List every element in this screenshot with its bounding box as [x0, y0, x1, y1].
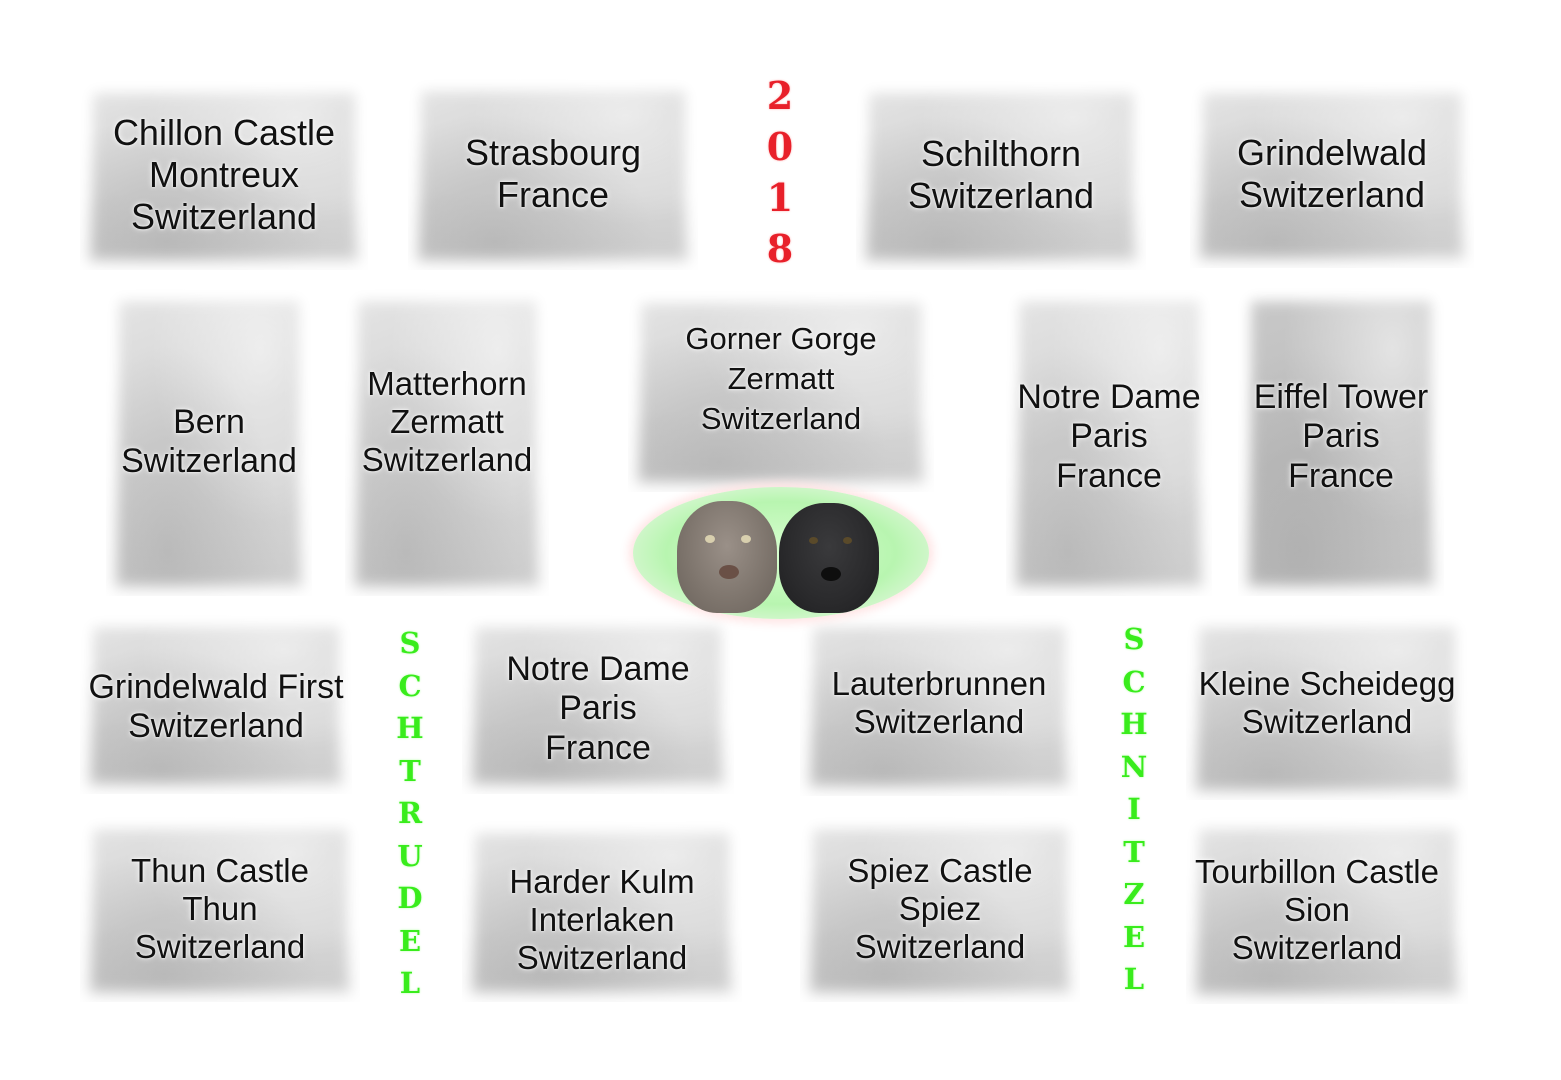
caption-line: Chillon Castle — [112, 112, 336, 154]
caption-line: Switzerland — [128, 707, 304, 745]
caption-line: Switzerland — [853, 703, 1025, 740]
caption-line: Spiez — [898, 889, 982, 927]
photo-strasbourg: Strasbourg France — [408, 78, 698, 270]
caption-line: Harder Kulm — [509, 862, 695, 900]
caption-line: Thun — [182, 889, 258, 927]
photo-chillon-castle: Chillon Castle Montreux Switzerland — [80, 80, 368, 270]
name-char: T — [1123, 834, 1145, 869]
caption-line: Strasbourg — [464, 132, 642, 174]
caption-line: Grindelwald — [1236, 132, 1428, 174]
caption-line: France — [545, 728, 651, 767]
caption-line: Montreux — [148, 154, 300, 196]
year-char: 1 — [766, 175, 794, 220]
caption-line: Interlaken — [529, 900, 675, 938]
photo-matterhorn: Matterhorn Zermatt Switzerland — [345, 288, 549, 596]
photo-eiffel-tower: Eiffel Tower Paris France — [1238, 288, 1444, 596]
caption-line: Switzerland — [130, 195, 318, 237]
name-vertical-right: S C H N I T Z E L — [1116, 618, 1152, 1001]
weimaraner-dog-head — [677, 501, 777, 613]
name-char: N — [1120, 749, 1148, 784]
name-char: U — [397, 838, 423, 873]
caption-line: Notre Dame — [1017, 377, 1201, 416]
caption-line: Lauterbrunnen — [831, 664, 1047, 702]
name-char: E — [1122, 919, 1146, 954]
dog-eye-icon — [705, 535, 715, 543]
caption-line: Sion — [1283, 890, 1351, 928]
name-char: E — [398, 923, 422, 958]
caption-line: Switzerland — [700, 400, 862, 436]
photo-grindelwald-first: Grindelwald First Switzerland — [80, 614, 352, 794]
caption-line: Switzerland — [134, 928, 306, 966]
name-char: I — [1127, 792, 1141, 826]
year-char: 2 — [766, 73, 794, 118]
caption-line: Matterhorn — [367, 364, 527, 402]
name-char: Z — [1123, 877, 1145, 911]
black-dog-head — [779, 503, 879, 613]
dog-eye-icon — [809, 537, 818, 544]
caption-line: Zermatt — [390, 402, 504, 440]
caption-line: Switzerland — [361, 441, 533, 479]
photo-notre-dame-paris-1: Notre Dame Paris France — [1006, 288, 1212, 596]
caption-line: Gorner Gorge — [685, 321, 877, 357]
photo-bern: Bern Switzerland — [106, 288, 312, 596]
name-char: D — [397, 881, 423, 915]
dog-nose-icon — [719, 565, 739, 579]
caption-line: Zermatt — [727, 361, 835, 397]
name-char: H — [396, 711, 424, 745]
caption-line: Grindelwald First — [88, 667, 344, 706]
caption-line: Switzerland — [854, 928, 1026, 966]
name-char: L — [1123, 962, 1145, 996]
name-char: S — [1123, 622, 1145, 656]
photo-tourbillon-castle: Tourbillon Castle Sion Switzerland — [1186, 816, 1468, 1004]
caption-line: Schilthorn — [920, 133, 1082, 175]
caption-line: Eiffel Tower — [1253, 377, 1429, 416]
caption-line: Bern — [173, 402, 245, 441]
caption-line: Switzerland — [907, 175, 1095, 216]
photo-spiez-castle: Spiez Castle Spiez Switzerland — [800, 816, 1080, 1002]
caption-line: Kleine Scheidegg — [1198, 664, 1456, 702]
year-vertical: 2 0 1 8 — [760, 70, 800, 274]
name-vertical-left: S C H T R U D E L — [392, 622, 428, 1005]
caption-line: Switzerland — [1241, 703, 1413, 740]
caption-line: France — [496, 174, 610, 215]
caption-line: Switzerland — [516, 939, 688, 977]
caption-line: Switzerland — [1238, 174, 1426, 215]
dog-nose-icon — [821, 567, 841, 581]
photo-notre-dame-paris-2: Notre Dame Paris France — [462, 614, 734, 794]
year-char: 0 — [766, 124, 794, 169]
photo-grindelwald: Grindelwald Switzerland — [1190, 80, 1474, 268]
photo-schilthorn: Schilthorn Switzerland — [856, 80, 1146, 270]
name-char: C — [1122, 664, 1146, 699]
caption-line: Tourbillon Castle — [1195, 852, 1439, 890]
dog-eye-icon — [741, 535, 751, 543]
caption-line: Paris — [559, 689, 637, 728]
caption-line: Switzerland — [1231, 929, 1403, 967]
caption-line: Spiez Castle — [847, 851, 1033, 889]
caption-line: Switzerland — [121, 442, 297, 480]
name-char: T — [399, 753, 421, 788]
photo-thun-castle: Thun Castle Thun Switzerland — [80, 816, 360, 1002]
photo-harder-kulm: Harder Kulm Interlaken Switzerland — [462, 820, 742, 1002]
photo-gorner-gorge: Gorner Gorge Zermatt Switzerland — [628, 290, 934, 492]
name-char: S — [399, 626, 421, 660]
caption-line: France — [1288, 456, 1394, 495]
dogs-oval-photo — [633, 487, 929, 619]
dog-eye-icon — [843, 537, 852, 544]
caption-line: Thun Castle — [131, 851, 309, 889]
name-char: L — [399, 966, 421, 1000]
caption-line: Paris — [1070, 417, 1148, 456]
photo-lauterbrunnen: Lauterbrunnen Switzerland — [800, 614, 1078, 796]
name-char: C — [398, 668, 422, 703]
name-char: H — [1120, 707, 1148, 741]
caption-line: Notre Dame — [506, 649, 690, 688]
name-char: R — [397, 796, 423, 830]
year-char: 8 — [766, 226, 794, 271]
photo-kleine-scheidegg: Kleine Scheidegg Switzerland — [1186, 614, 1468, 800]
caption-line: France — [1056, 456, 1162, 495]
caption-line: Paris — [1302, 417, 1380, 456]
